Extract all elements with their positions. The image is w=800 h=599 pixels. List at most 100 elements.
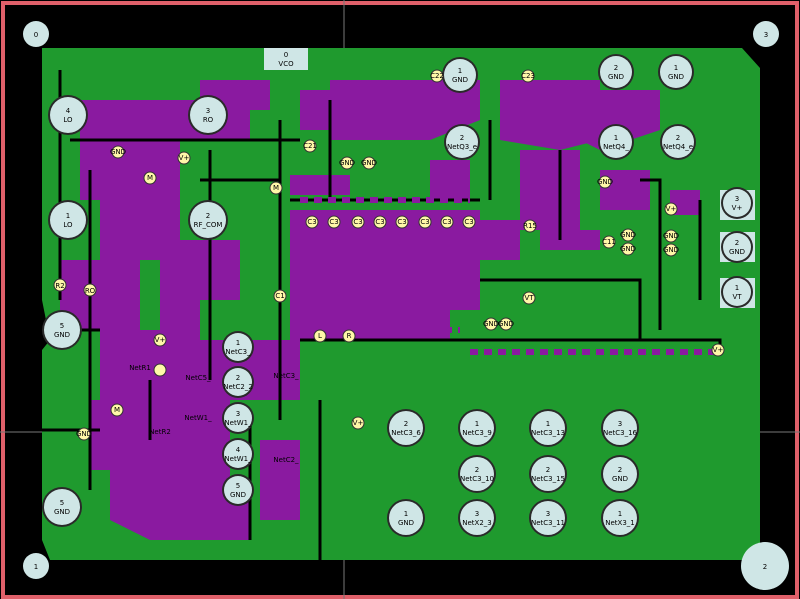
pad-net-name: NetC3_6 <box>391 429 421 437</box>
pad-net-name: VT <box>732 293 742 301</box>
pad-net-name: GND <box>398 519 414 527</box>
pad-number: 2 <box>618 466 622 474</box>
via <box>373 215 387 229</box>
via <box>269 181 283 195</box>
pad-p-rf-com: 2RF_COM <box>188 200 228 240</box>
pad-net-name: NetW1_ <box>224 419 252 427</box>
pad-copper <box>389 501 423 535</box>
label-gnd-11: GND <box>597 178 613 186</box>
label-vp-3: V+ <box>353 419 364 427</box>
vco-pad <box>264 48 308 70</box>
label-c3-8: C3 <box>464 218 473 226</box>
pad-number: 1 <box>614 134 618 142</box>
via <box>351 215 365 229</box>
pad-number: 2 <box>236 374 240 382</box>
via <box>340 156 354 170</box>
pad-number: 4 <box>236 446 241 454</box>
pad-copper <box>531 501 565 535</box>
via <box>273 289 287 303</box>
pad-number: 1 <box>458 67 462 75</box>
via <box>305 215 319 229</box>
via <box>484 317 498 331</box>
pad-p-vt: 1VT <box>721 276 753 308</box>
via <box>362 156 376 170</box>
pad-net-name: GND <box>612 475 628 483</box>
label-c22: C22 <box>430 72 444 80</box>
pad-net-name: NetC3_11 <box>531 519 565 527</box>
label-r15: R15 <box>523 222 537 230</box>
pad-net-name: GND <box>608 73 624 81</box>
label-m-3: M <box>114 406 120 414</box>
pad-net-name: V+ <box>732 204 743 212</box>
via <box>430 69 444 83</box>
pad-net-name: NetC2_2 <box>223 383 253 391</box>
pad-net-name: LO <box>63 116 73 124</box>
pad-number: 2 <box>546 466 550 474</box>
pad-number: 3 <box>546 510 550 518</box>
pad-copper <box>531 411 565 445</box>
pad-number: 2 <box>404 420 408 428</box>
pad-copper <box>660 56 692 88</box>
pad-net-name: NetC3_13 <box>531 429 565 437</box>
via <box>664 202 678 216</box>
label-netc2: NetC2_ <box>273 456 299 464</box>
pad-copper <box>224 368 252 396</box>
label-c23: C23 <box>521 72 535 80</box>
label-netr1: NetR1 <box>129 364 151 372</box>
label-c3-7: C3 <box>442 218 451 226</box>
via <box>523 219 537 233</box>
via <box>440 215 454 229</box>
label-m-1: M <box>147 174 153 182</box>
pad-net-name: RO <box>203 116 214 124</box>
pad-number: 2 <box>460 134 464 142</box>
pad-number: 2 <box>614 64 618 72</box>
pad-net-name: RF_COM <box>194 221 223 229</box>
via <box>153 363 167 377</box>
pad-net-name: NetQ4_ <box>603 143 629 151</box>
pad-number: 1 <box>404 510 408 518</box>
label-c3-3: C3 <box>353 218 362 226</box>
corner-hole-1 <box>23 553 49 579</box>
pad-net-name: NetC3_16 <box>603 429 638 437</box>
via <box>143 171 157 185</box>
pad-number: 1 <box>674 64 678 72</box>
pad-number: 2 <box>475 466 479 474</box>
via <box>602 235 616 249</box>
via <box>462 215 476 229</box>
label-c3-2: C3 <box>329 218 338 226</box>
pad-number: 3 <box>236 410 240 418</box>
label-vp-4: V+ <box>666 205 677 213</box>
via <box>711 343 725 357</box>
via <box>522 291 536 305</box>
pad-copper <box>600 126 632 158</box>
pad-number: 3 <box>618 420 622 428</box>
pad-copper <box>460 501 494 535</box>
pad-copper <box>444 59 476 91</box>
label-netr2: NetR2 <box>149 428 171 436</box>
pad-net-name: NetC3_ <box>225 348 251 356</box>
label-vt: VT <box>524 294 534 302</box>
corner-hole-0 <box>23 21 49 47</box>
via <box>110 403 124 417</box>
label-ro: RO <box>85 287 96 295</box>
pad-copper <box>190 97 226 133</box>
via <box>664 229 678 243</box>
pad-number: 3 <box>206 107 210 115</box>
vco-name: VCO <box>278 60 294 68</box>
